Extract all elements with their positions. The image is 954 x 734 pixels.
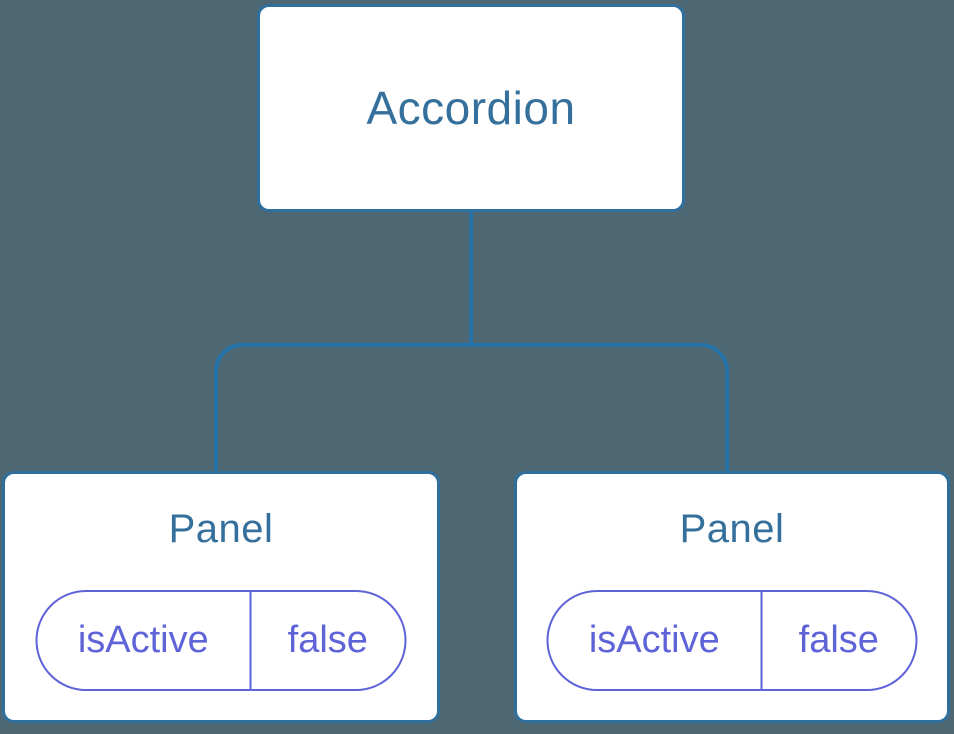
panel-node-right: Panel isActive false: [514, 471, 950, 723]
connector-bracket: [214, 343, 729, 471]
state-pill-value: false: [798, 619, 879, 661]
panel-node-left: Panel isActive false: [2, 471, 440, 723]
accordion-node-label: Accordion: [366, 82, 576, 134]
panel-label: Panel: [168, 507, 274, 551]
state-pill: isActive false: [546, 590, 918, 691]
state-pill-key: isActive: [38, 592, 252, 689]
state-pill-key: isActive: [549, 592, 763, 689]
state-pill-value: false: [287, 619, 368, 661]
connector-stem: [469, 210, 473, 346]
state-pill: isActive false: [35, 590, 407, 691]
accordion-node: Accordion: [257, 4, 685, 212]
panel-label: Panel: [679, 507, 785, 551]
